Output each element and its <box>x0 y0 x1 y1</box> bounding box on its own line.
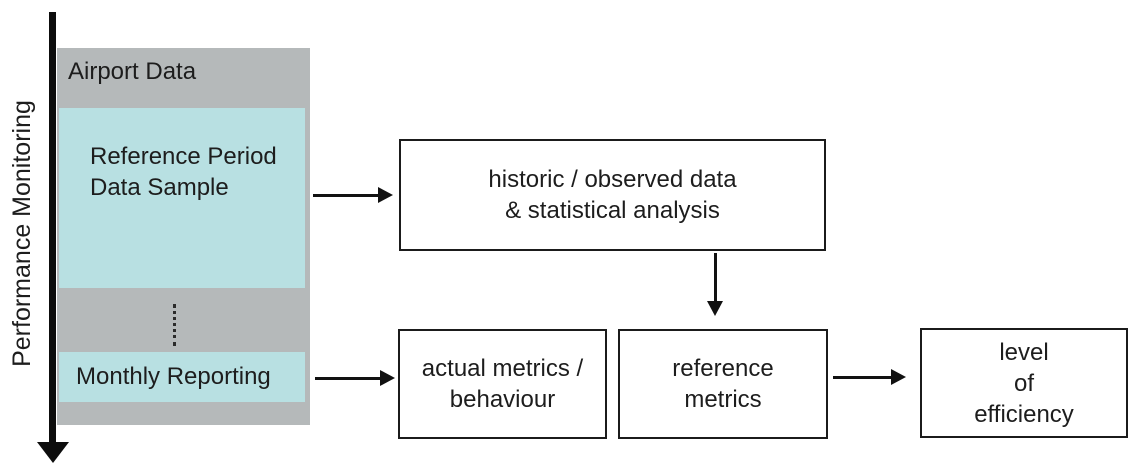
airport-data-title: Airport Data <box>68 58 197 85</box>
arrow-line <box>833 375 891 379</box>
arrow-line <box>313 193 378 197</box>
vertical-ellipsis-icon <box>173 304 176 346</box>
reference-period-line2: Data Sample <box>90 174 229 201</box>
historic-box-line2: & statistical analysis <box>505 197 720 224</box>
actual-metrics-box: actual metrics / behaviour <box>398 329 607 439</box>
reference-box-line1: reference <box>672 355 774 382</box>
efficiency-box-line3: efficiency <box>974 400 1074 428</box>
arrow-head-icon <box>707 301 723 316</box>
efficiency-box-line1: level <box>999 338 1049 366</box>
timeline-arrow-line <box>49 12 56 443</box>
timeline-arrow-head-icon <box>37 442 69 463</box>
arrow-reference-to-efficiency <box>833 369 906 385</box>
arrow-monthly-to-actual <box>315 370 395 386</box>
monthly-reporting-label: Monthly Reporting <box>76 363 271 390</box>
historic-observed-data-box: historic / observed data & statistical a… <box>399 139 826 251</box>
performance-monitoring-axis: Performance Monitoring <box>2 85 42 381</box>
reference-period-line1: Reference Period <box>90 143 277 170</box>
reference-metrics-box: reference metrics <box>618 329 828 439</box>
arrow-reference-to-historic <box>313 187 393 203</box>
arrow-head-icon <box>891 369 906 385</box>
level-of-efficiency-box: level of efficiency <box>920 328 1128 438</box>
axis-label: Performance Monitoring <box>7 99 36 367</box>
actual-box-line2: behaviour <box>449 386 556 413</box>
efficiency-box-line2: of <box>1013 369 1034 397</box>
reference-box-line2: metrics <box>684 386 762 413</box>
reference-period-block: Reference Period Data Sample <box>59 108 305 288</box>
arrow-historic-to-reference <box>707 253 723 316</box>
monthly-reporting-block: Monthly Reporting <box>59 352 305 402</box>
arrow-line <box>713 253 717 301</box>
actual-box-line1: actual metrics / <box>421 355 584 382</box>
historic-box-line1: historic / observed data <box>488 166 737 193</box>
arrow-head-icon <box>378 187 393 203</box>
arrow-line <box>315 376 380 380</box>
arrow-head-icon <box>380 370 395 386</box>
airport-data-panel: Airport Data Reference Period Data Sampl… <box>57 48 310 425</box>
